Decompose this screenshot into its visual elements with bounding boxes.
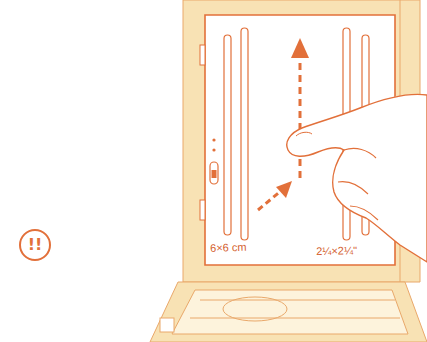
format-label: 6×6 cm bbox=[210, 242, 247, 254]
format-label: 2¼×2¼" bbox=[316, 245, 357, 257]
warning-circle: !! bbox=[19, 229, 51, 261]
warning-mark: !! bbox=[28, 237, 43, 253]
